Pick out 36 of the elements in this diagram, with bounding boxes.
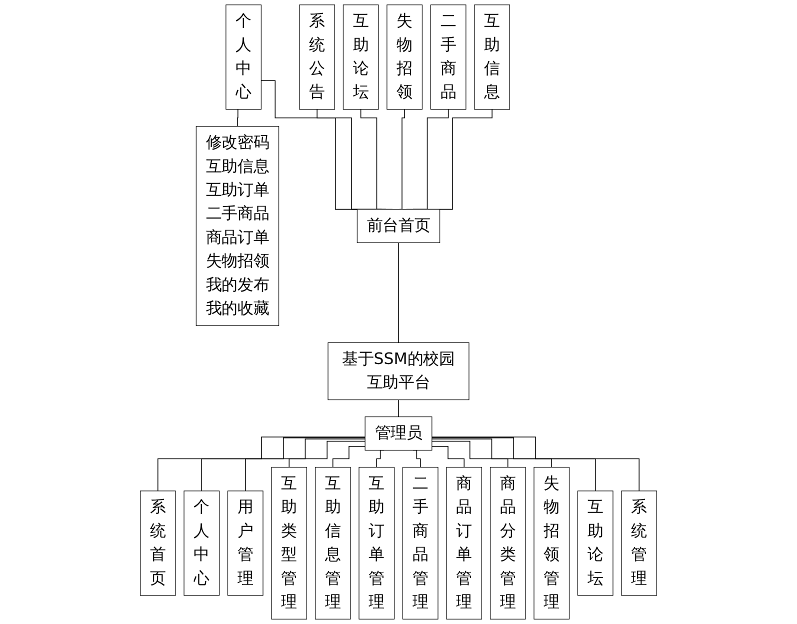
node-box: 失物招领管理 [534,466,570,620]
node-box: 系统公告 [299,4,335,110]
node-box: 系统首页 [140,490,176,596]
node-box: 互助论坛 [577,490,614,596]
node-box: 互助论坛 [342,4,379,110]
node-box: 失物招领 [386,4,422,110]
node-box: 互助订单管理 [358,466,395,620]
connector [432,440,508,468]
connector [399,108,405,210]
connector [201,437,366,492]
connector [398,399,399,418]
connector [288,440,366,468]
node-box: 互助信息 [474,4,510,110]
connector [432,436,640,492]
node-box: 管理员 [364,416,432,451]
connector [244,438,366,492]
node-box: 二手商品管理 [402,466,438,620]
connector [332,446,366,468]
connector [432,438,552,468]
node-box: 前台首页 [356,209,440,244]
node-box: 互助信息管理 [314,466,351,620]
node-box: 二手商品 [430,4,466,110]
node-box: 个人中心 [184,490,220,596]
node-box: 个人中心 [226,4,262,110]
node-box: 基于SSM的校园互助平台 [328,342,470,400]
node-box: 系统管理 [621,490,658,596]
node-box: 用户管理 [227,490,264,596]
node-box: 商品分类管理 [490,466,526,620]
node-box: 修改密码 互助信息 互助订单 二手商品 商品订单 失物招领 我的发布 我的收藏 [196,126,280,326]
connector [398,242,399,344]
connector [237,108,239,127]
connector [432,437,596,492]
connector [432,446,465,468]
node-box: 互助类型管理 [271,466,308,620]
node-box: 商品订单管理 [446,466,482,620]
connector [158,436,366,492]
